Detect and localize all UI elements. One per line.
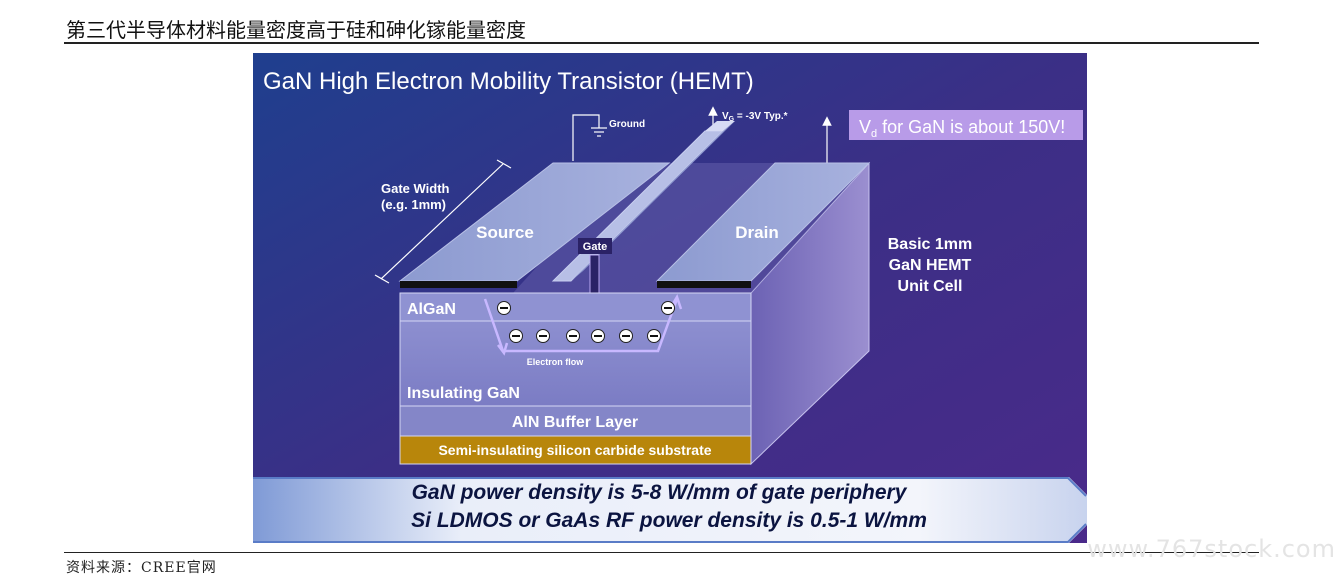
vg-subscript: G <box>729 116 735 123</box>
electron-icon <box>619 329 633 343</box>
power-density-banner: GaN power density is 5-8 W/mm of gate pe… <box>253 477 1087 543</box>
svg-text:Unit Cell: Unit Cell <box>898 278 963 295</box>
svg-text:Basic 1mm: Basic 1mm <box>888 236 973 253</box>
electron-icon <box>509 329 523 343</box>
bottom-divider <box>64 552 1259 553</box>
vg-value: = -3V Typ.* <box>734 111 788 122</box>
hemt-diagram-slide: GaN High Electron Mobility Transistor (H… <box>253 53 1087 543</box>
source-label: Source <box>476 223 534 242</box>
gate-width-line2: (e.g. 1mm) <box>381 197 446 212</box>
layer-aln-buffer <box>399 405 752 437</box>
electron-icon <box>536 329 550 343</box>
drain-label: Drain <box>735 223 778 242</box>
ground-connection: Ground <box>572 114 645 161</box>
substrate-label: Semi-insulating silicon carbide substrat… <box>438 442 711 458</box>
source-note: 资料来源：CREE官网 <box>66 560 217 576</box>
ground-label: Ground <box>609 119 645 130</box>
vd-label: V <box>859 117 871 137</box>
banner-line2: Si LDMOS or GaAs RF power density is 0.5… <box>411 509 927 532</box>
svg-text:GaN HEMT: GaN HEMT <box>889 257 972 274</box>
banner-line1: GaN power density is 5-8 W/mm of gate pe… <box>412 481 908 504</box>
electron-icon <box>661 301 675 315</box>
layer-algan <box>399 292 752 322</box>
gate-label: Gate <box>583 241 607 253</box>
buffer-label: AlN Buffer Layer <box>512 414 638 431</box>
watermark: www.767stock.com <box>1087 535 1336 563</box>
svg-text:VG = -3V Typ.*: VG = -3V Typ.* <box>722 111 788 123</box>
unit-cell-label: Basic 1mm GaN HEMT Unit Cell <box>888 236 973 295</box>
drain-contact <box>657 281 751 288</box>
insulating-gan-label: Insulating GaN <box>407 385 520 402</box>
algan-label: AlGaN <box>407 301 456 318</box>
vd-text: for GaN is about 150V! <box>877 117 1065 137</box>
svg-text:Vd for GaN is about 150V!: Vd for GaN is about 150V! <box>859 117 1065 140</box>
slide-title: GaN High Electron Mobility Transistor (H… <box>263 68 754 95</box>
gate-width-line1: Gate Width <box>381 181 450 196</box>
gate-width-dimension: Gate Width (e.g. 1mm) <box>374 159 512 284</box>
source-contact <box>400 281 517 288</box>
electron-icon <box>497 301 511 315</box>
electron-flow-label: Electron flow <box>527 357 585 367</box>
report-title: 第三代半导体材料能量密度高于硅和砷化镓能量密度 <box>66 18 526 42</box>
electron-icon <box>566 329 580 343</box>
electron-icon <box>647 329 661 343</box>
vg-label: V <box>722 111 729 122</box>
vd-subscript: d <box>871 128 877 140</box>
gate-tag: Gate <box>578 238 612 254</box>
top-divider <box>64 42 1259 44</box>
electron-icon <box>591 329 605 343</box>
electron-markers <box>497 301 675 343</box>
layer-substrate <box>399 435 752 465</box>
vd-callout: Vd for GaN is about 150V! <box>849 110 1083 140</box>
